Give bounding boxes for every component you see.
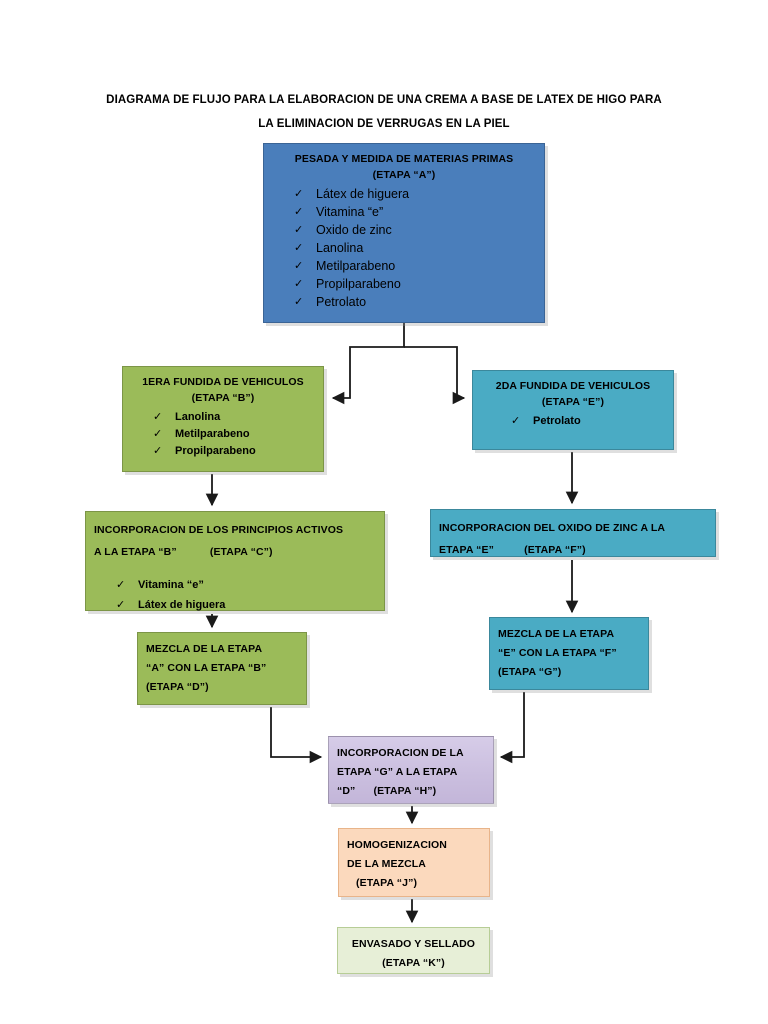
node-etapa-j-line-1: HOMOGENIZACION xyxy=(347,839,447,851)
check-icon: ✓ xyxy=(294,188,304,200)
list-item-label: Lanolina xyxy=(316,241,364,255)
check-icon: ✓ xyxy=(294,296,304,308)
list-item: ✓ Metilparabeno xyxy=(153,426,315,443)
check-icon: ✓ xyxy=(116,599,126,611)
list-item: ✓ Propilparabeno xyxy=(153,443,315,460)
node-etapa-g-line-2: “E” CON LA ETAPA “F” xyxy=(498,647,617,659)
connector-a-to-b xyxy=(331,323,405,405)
list-item-label: Oxido de zinc xyxy=(316,223,392,237)
page-title: DIAGRAMA DE FLUJO PARA LA ELABORACION DE… xyxy=(96,88,672,136)
list-item-label: Propilparabeno xyxy=(316,277,401,291)
connector-a-to-e xyxy=(404,346,466,405)
node-etapa-e-stage: (ETAPA “E”) xyxy=(541,396,605,408)
node-etapa-f-line-2: ETAPA “E” (ETAPA “F”) xyxy=(439,544,586,556)
node-etapa-k-line-2: (ETAPA “K”) xyxy=(382,957,445,969)
list-item: ✓ Lanolina xyxy=(153,409,315,426)
node-etapa-e-list: ✓ Petrolato xyxy=(481,413,665,430)
list-item: ✓ Petrolato xyxy=(294,293,536,311)
list-item: ✓ Látex de higuera xyxy=(294,185,536,203)
check-icon: ✓ xyxy=(153,428,163,440)
node-etapa-d-line-1: MEZCLA DE LA ETAPA xyxy=(146,643,263,655)
list-item-label: Metilparabeno xyxy=(316,259,396,273)
node-etapa-j[interactable]: HOMOGENIZACION DE LA MEZCLA (ETAPA “J”) xyxy=(338,828,490,897)
node-etapa-c-line-2: A LA ETAPA “B” (ETAPA “C”) xyxy=(94,546,273,558)
node-etapa-h-line-3: “D” (ETAPA “H”) xyxy=(337,785,437,797)
node-etapa-g-line-3: (ETAPA “G”) xyxy=(498,666,562,678)
list-item: ✓ Oxido de zinc xyxy=(294,221,536,239)
node-etapa-b-stage: (ETAPA “B”) xyxy=(191,392,255,404)
node-etapa-e[interactable]: 2DA FUNDIDA DE VEHICULOS (ETAPA “E”) ✓ Pe… xyxy=(472,370,674,450)
list-item-label: Látex de higuera xyxy=(138,599,226,611)
node-etapa-a-title: PESADA Y MEDIDA DE MATERIAS PRIMAS xyxy=(294,153,514,165)
node-etapa-j-line-3: (ETAPA “J”) xyxy=(347,877,418,889)
check-icon: ✓ xyxy=(294,242,304,254)
list-item: ✓ Lanolina xyxy=(294,239,536,257)
node-etapa-f-line-1: INCORPORACION DEL OXIDO DE ZINC A LA xyxy=(439,522,666,534)
list-item-label: Metilparabeno xyxy=(175,428,250,440)
list-item-label: Lanolina xyxy=(175,411,221,423)
check-icon: ✓ xyxy=(294,224,304,236)
list-item-label: Vitamina “e” xyxy=(316,205,384,219)
list-item-label: Petrolato xyxy=(316,295,367,309)
node-etapa-a-list: ✓ Látex de higuera ✓ Vitamina “e” ✓ Oxido d… xyxy=(272,185,536,311)
node-etapa-g-line-1: MEZCLA DE LA ETAPA xyxy=(498,628,615,640)
node-etapa-g[interactable]: MEZCLA DE LA ETAPA “E” CON LA ETAPA “F” … xyxy=(489,617,649,690)
node-etapa-h[interactable]: INCORPORACION DE LA ETAPA “G” A LA ETAPA… xyxy=(328,736,494,804)
node-etapa-h-line-1: INCORPORACION DE LA xyxy=(337,747,464,759)
node-etapa-f[interactable]: INCORPORACION DEL OXIDO DE ZINC A LA ETA… xyxy=(430,509,716,557)
node-etapa-c-line-1: INCORPORACION DE LOS PRINCIPIOS ACTIVOS xyxy=(94,524,344,536)
node-etapa-k[interactable]: ENVASADO Y SELLADO (ETAPA “K”) xyxy=(337,927,490,974)
list-item: ✓ Petrolato xyxy=(511,413,665,430)
page-title-line-2: LA ELIMINACION DE VERRUGAS EN LA PIEL xyxy=(258,118,510,130)
node-etapa-d-line-3: (ETAPA “D”) xyxy=(146,681,209,693)
page-title-line-1: DIAGRAMA DE FLUJO PARA LA ELABORACION DE… xyxy=(106,94,662,106)
check-icon: ✓ xyxy=(153,411,163,423)
node-etapa-a-stage: (ETAPA “A”) xyxy=(372,169,436,181)
list-item: ✓ Propilparabeno xyxy=(294,275,536,293)
list-item: ✓ Metilparabeno xyxy=(294,257,536,275)
node-etapa-a[interactable]: PESADA Y MEDIDA DE MATERIAS PRIMAS (ETAP… xyxy=(263,143,545,323)
node-etapa-d[interactable]: MEZCLA DE LA ETAPA “A” CON LA ETAPA “B” … xyxy=(137,632,307,705)
list-item: ✓ Látex de higuera xyxy=(116,595,376,615)
node-etapa-h-line-2: ETAPA “G” A LA ETAPA xyxy=(337,766,458,778)
check-icon: ✓ xyxy=(511,415,521,427)
node-etapa-c[interactable]: INCORPORACION DE LOS PRINCIPIOS ACTIVOS … xyxy=(85,511,385,611)
check-icon: ✓ xyxy=(294,260,304,272)
node-etapa-b-list: ✓ Lanolina ✓ Metilparabeno ✓ Propilparabeno xyxy=(131,409,315,460)
connector-g-to-h xyxy=(499,692,525,764)
list-item: ✓ Vitamina “e” xyxy=(116,575,376,595)
node-etapa-b-title: 1ERA FUNDIDA DE VEHICULOS xyxy=(142,376,304,388)
check-icon: ✓ xyxy=(116,579,126,591)
check-icon: ✓ xyxy=(294,278,304,290)
list-item-label: Petrolato xyxy=(533,415,581,427)
node-etapa-d-line-2: “A” CON LA ETAPA “B” xyxy=(146,662,267,674)
node-etapa-e-title: 2DA FUNDIDA DE VEHICULOS xyxy=(495,380,651,392)
list-item-label: Látex de higuera xyxy=(316,187,410,201)
list-item: ✓ Vitamina “e” xyxy=(294,203,536,221)
check-icon: ✓ xyxy=(294,206,304,218)
list-item-label: Propilparabeno xyxy=(175,445,256,457)
check-icon: ✓ xyxy=(153,445,163,457)
node-etapa-c-list: ✓ Vitamina “e” ✓ Látex de higuera xyxy=(94,575,376,615)
node-etapa-b[interactable]: 1ERA FUNDIDA DE VEHICULOS (ETAPA “B”) ✓ L… xyxy=(122,366,324,472)
node-etapa-k-line-1: ENVASADO Y SELLADO xyxy=(351,938,476,950)
node-etapa-j-line-2: DE LA MEZCLA xyxy=(347,858,426,870)
list-item-label: Vitamina “e” xyxy=(138,579,204,591)
connector-d-to-h xyxy=(270,707,323,764)
